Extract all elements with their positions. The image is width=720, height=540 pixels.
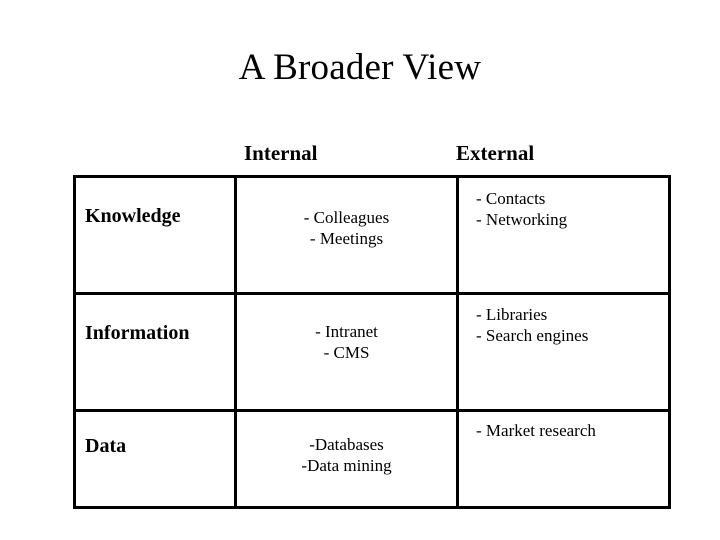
table-row: Information - Intranet - CMS - Libraries… xyxy=(73,292,671,412)
cell-content: - Intranet - CMS xyxy=(237,295,456,363)
cell-entry: - Intranet xyxy=(315,322,378,341)
cell-content: -Databases -Data mining xyxy=(237,412,456,476)
table-row: Knowledge - Colleagues - Meetings - Cont… xyxy=(73,175,671,295)
cell-entry: - Contacts xyxy=(476,189,546,208)
cell-entry: - CMS xyxy=(323,343,370,362)
row-label-cell: Knowledge xyxy=(73,175,237,295)
cell-entry: - Search engines xyxy=(476,326,589,345)
cell-content: - Contacts - Networking xyxy=(459,178,668,230)
cell-entry: - Libraries xyxy=(476,305,548,324)
column-header-internal: Internal xyxy=(244,141,318,165)
cell-entry: -Databases xyxy=(309,435,384,454)
cell-internal: -Databases -Data mining xyxy=(234,409,459,509)
column-header-external: External xyxy=(456,141,535,165)
cell-entry: - Colleagues xyxy=(303,208,390,227)
row-label-cell: Information xyxy=(73,292,237,412)
cell-entry: - Meetings xyxy=(309,229,384,248)
cell-internal: - Intranet - CMS xyxy=(234,292,459,412)
row-label: Information xyxy=(85,322,190,344)
cell-content: - Colleagues - Meetings xyxy=(237,178,456,249)
cell-external: - Libraries - Search engines xyxy=(456,292,671,412)
cell-entry: - Market research xyxy=(476,421,596,440)
cell-internal: - Colleagues - Meetings xyxy=(234,175,459,295)
cell-entry: - Networking xyxy=(476,210,568,229)
cell-content: - Market research xyxy=(459,412,668,441)
cell-entry: -Data mining xyxy=(301,456,392,475)
page-title: A Broader View xyxy=(238,47,482,88)
row-label-cell: Data xyxy=(73,409,237,509)
cell-content: - Libraries - Search engines xyxy=(459,295,668,346)
table-row: Data -Databases -Data mining - Market re… xyxy=(73,409,671,509)
cell-external: - Contacts - Networking xyxy=(456,175,671,295)
knowledge-matrix-table: Knowledge - Colleagues - Meetings - Cont… xyxy=(73,175,671,509)
row-label: Data xyxy=(85,435,127,457)
cell-external: - Market research xyxy=(456,409,671,509)
row-label: Knowledge xyxy=(85,205,181,227)
column-headings: Internal External xyxy=(73,140,668,170)
